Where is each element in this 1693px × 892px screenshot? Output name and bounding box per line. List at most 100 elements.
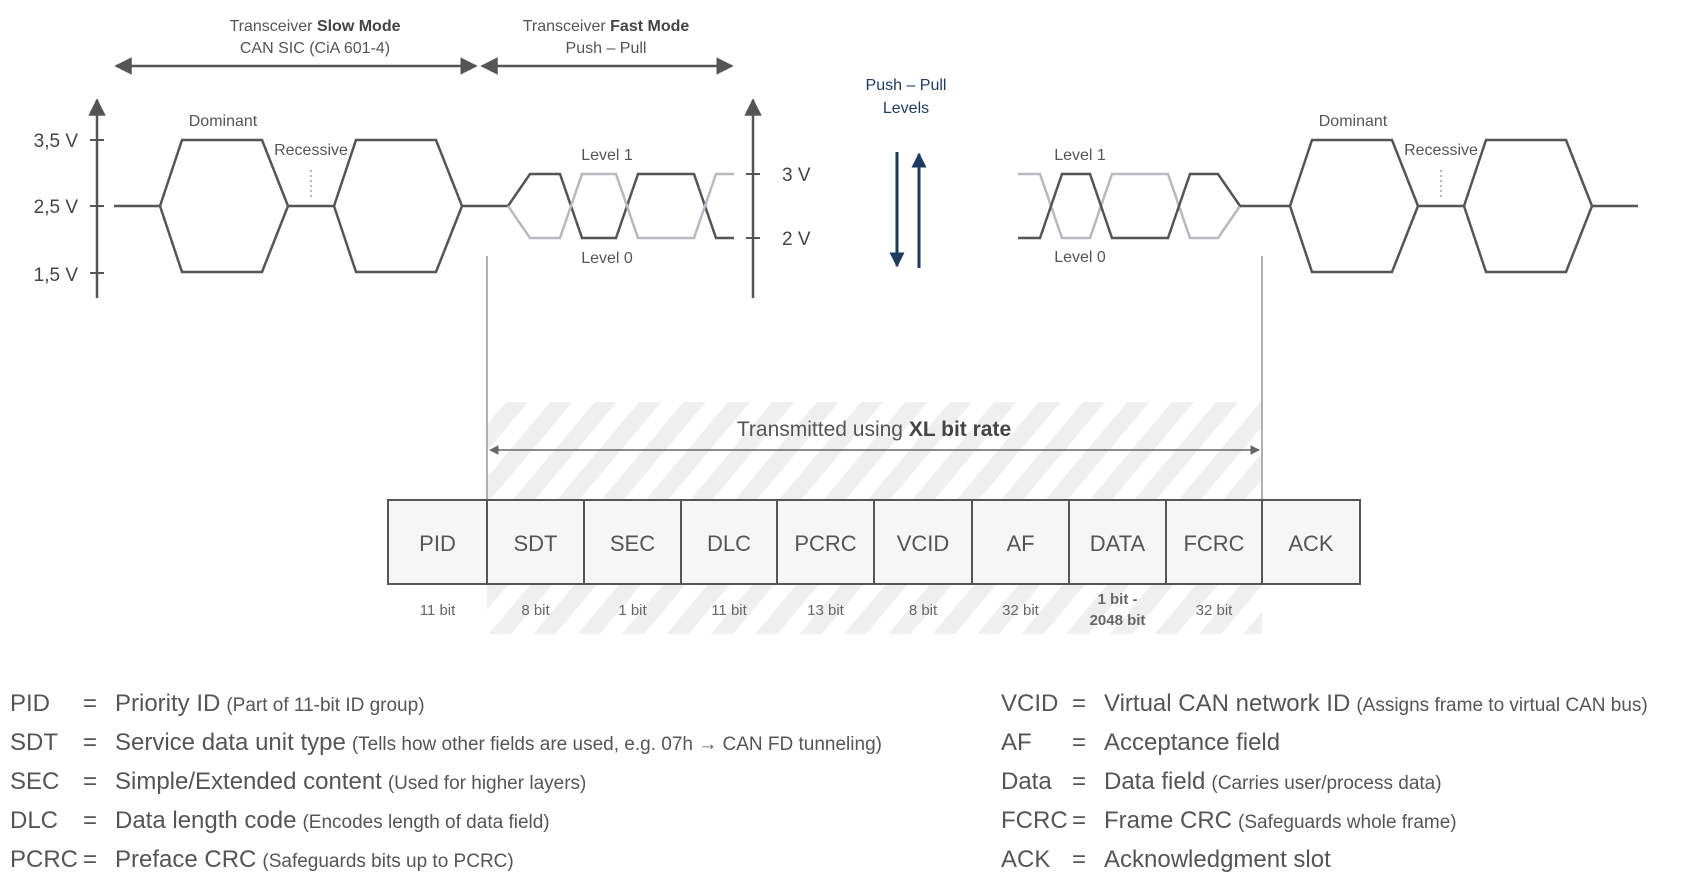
right-slow-waveform [1240, 138, 1638, 274]
field-name-data: DATA [1090, 531, 1146, 556]
legend-equals: = [83, 846, 98, 873]
legend-term: Virtual CAN network ID [1104, 690, 1351, 717]
legend-row-fcrc: FCRC= Frame CRC(Safeguards whole frame) [1001, 807, 1457, 835]
legend-abbr: FCRC [1001, 807, 1068, 834]
field-name-pcrc: PCRC [794, 531, 856, 556]
left-slow-waveform [114, 138, 508, 274]
field-name-sdt: SDT [514, 531, 558, 556]
legend-equals: = [1072, 807, 1087, 834]
field-name-vcid: VCID [897, 531, 950, 556]
legend-equals: = [1072, 690, 1087, 717]
left-dominant-label: Dominant [189, 113, 258, 130]
legend-equals: = [83, 690, 98, 717]
push-pull-levels-line1: Push – Pull [866, 77, 947, 94]
field-box-fcrc [1165, 499, 1263, 585]
field-name-dlc: DLC [707, 531, 751, 556]
field-box-ack [1261, 499, 1361, 585]
legend-abbr: DLC [10, 807, 59, 834]
legend-note: (Safeguards bits up to PCRC) [262, 851, 514, 872]
axis-label-2v: 2 V [782, 229, 811, 250]
legend-note: (Used for higher layers) [387, 773, 587, 794]
right-recessive-label: Recessive [1404, 142, 1478, 159]
legend-row-dlc: DLC = Data length code(Encodes length of d… [10, 807, 550, 835]
field-name-af: AF [1006, 531, 1034, 556]
legend-row-vcid: VCID = Virtual CAN network ID(Assigns fram… [1001, 690, 1648, 718]
legend-row-af: AF = Acceptance field [1001, 729, 1280, 757]
left-fast-waveform [506, 172, 734, 240]
field-name-ack: ACK [1288, 531, 1334, 556]
xl-bit-rate-hatch-top [487, 402, 1262, 500]
legend-equals: = [1072, 729, 1087, 756]
field-bits-af: 32 bit [1002, 602, 1040, 619]
legend-note: (Safeguards whole frame) [1238, 812, 1457, 833]
field-bits-fcrc: 32 bit [1196, 602, 1234, 619]
field-name-pid: PID [419, 531, 456, 556]
axis-label-3v: 3 V [782, 165, 811, 186]
legend-note: (Carries user/process data) [1211, 773, 1442, 794]
field-box-vcid [873, 499, 973, 585]
legend-equals: = [83, 729, 98, 756]
legend-row-pid: PID=Priority ID(Part of 11-bit ID group) [10, 690, 425, 718]
legend-equals: = [1072, 768, 1087, 795]
legend-abbr: AF [1001, 729, 1032, 756]
slow-mode-subtitle: CAN SIC (CiA 601-4) [240, 40, 390, 57]
fast-mode-subtitle: Push – Pull [566, 40, 647, 57]
legend-row-ack: ACK = Acknowledgment slot [1001, 846, 1331, 874]
legend-abbr: Data [1001, 768, 1052, 795]
field-name-sec: SEC [610, 531, 655, 556]
axis-label-2-5v: 2,5 V [34, 197, 79, 218]
right-fast-waveform [1018, 172, 1242, 240]
field-bits-pid: 11 bit [420, 602, 456, 619]
legend-equals: = [83, 768, 98, 795]
legend-term: Acceptance field [1104, 729, 1281, 756]
legend-abbr: VCID [1001, 690, 1059, 717]
field-box-pcrc [776, 499, 875, 585]
field-bits-sdt: 8 bit [521, 602, 550, 619]
legend-note: (Tells how other fields are used, e.g. 0… [351, 734, 882, 755]
right-level0-label: Level 0 [1054, 249, 1106, 266]
legend-term: Preface CRC [115, 846, 257, 873]
slow-mode-title: Transceiver Slow Mode [230, 18, 401, 35]
legend-abbr: ACK [1001, 846, 1051, 873]
xl-bit-rate-label: Transmitted using XL bit rate [737, 418, 1011, 441]
fast-level1-label: Level 1 [581, 147, 633, 164]
legend-abbr: PCRC [10, 846, 79, 873]
field-bits-dlc: 11 bit [711, 602, 747, 619]
field-name-fcrc: FCRC [1183, 531, 1244, 556]
legend-term: Data length code [115, 807, 297, 834]
field-legend: PID=Priority ID(Part of 11-bit ID group)… [0, 690, 1693, 890]
legend-term: Frame CRC [1104, 807, 1233, 834]
legend-equals: = [83, 807, 98, 834]
legend-note: (Encodes length of data field) [302, 812, 550, 833]
left-recessive-label: Recessive [274, 142, 348, 159]
axis-label-3-5v: 3,5 V [34, 131, 79, 152]
axis-label-1-5v: 1,5 V [34, 265, 79, 286]
right-level1-label: Level 1 [1054, 147, 1106, 164]
legend-row-data: Data = Data field(Carries user/process dat… [1001, 768, 1442, 796]
field-bits-data: 1 bit - [1098, 591, 1138, 608]
field-bits-sec: 1 bit [618, 602, 647, 619]
field-bits-data-max: 2048 bit [1090, 612, 1146, 629]
legend-abbr: PID [10, 690, 51, 717]
legend-term: Simple/Extended content [115, 768, 382, 795]
fast-mode-title: Transceiver Fast Mode [523, 18, 690, 35]
fast-level0-label: Level 0 [581, 250, 633, 267]
field-box-af [971, 499, 1070, 585]
right-dominant-label: Dominant [1319, 113, 1388, 130]
field-box-dlc [680, 499, 778, 585]
field-box-pid [387, 499, 488, 585]
field-bits-pcrc: 13 bit [807, 602, 845, 619]
legend-note: (Assigns frame to virtual CAN bus) [1356, 695, 1648, 716]
legend-row-sdt: SDT=Service data unit type(Tells how oth… [10, 729, 882, 757]
field-bits-vcid: 8 bit [909, 602, 938, 619]
field-box-sdt [486, 499, 585, 585]
legend-equals: = [1072, 846, 1087, 873]
legend-term: Data field [1104, 768, 1206, 795]
legend-term: Acknowledgment slot [1104, 846, 1331, 873]
frame-fields: PID 11 bit SDT 8 bit SEC 1 bit DLC 11 bit PCRC 13… [387, 499, 1361, 629]
push-pull-levels-line2: Levels [883, 100, 929, 117]
legend-term: Service data unit type [115, 729, 346, 756]
xl-bit-rate-hatch-bottom [487, 584, 1262, 634]
legend-abbr: SEC [10, 768, 60, 795]
